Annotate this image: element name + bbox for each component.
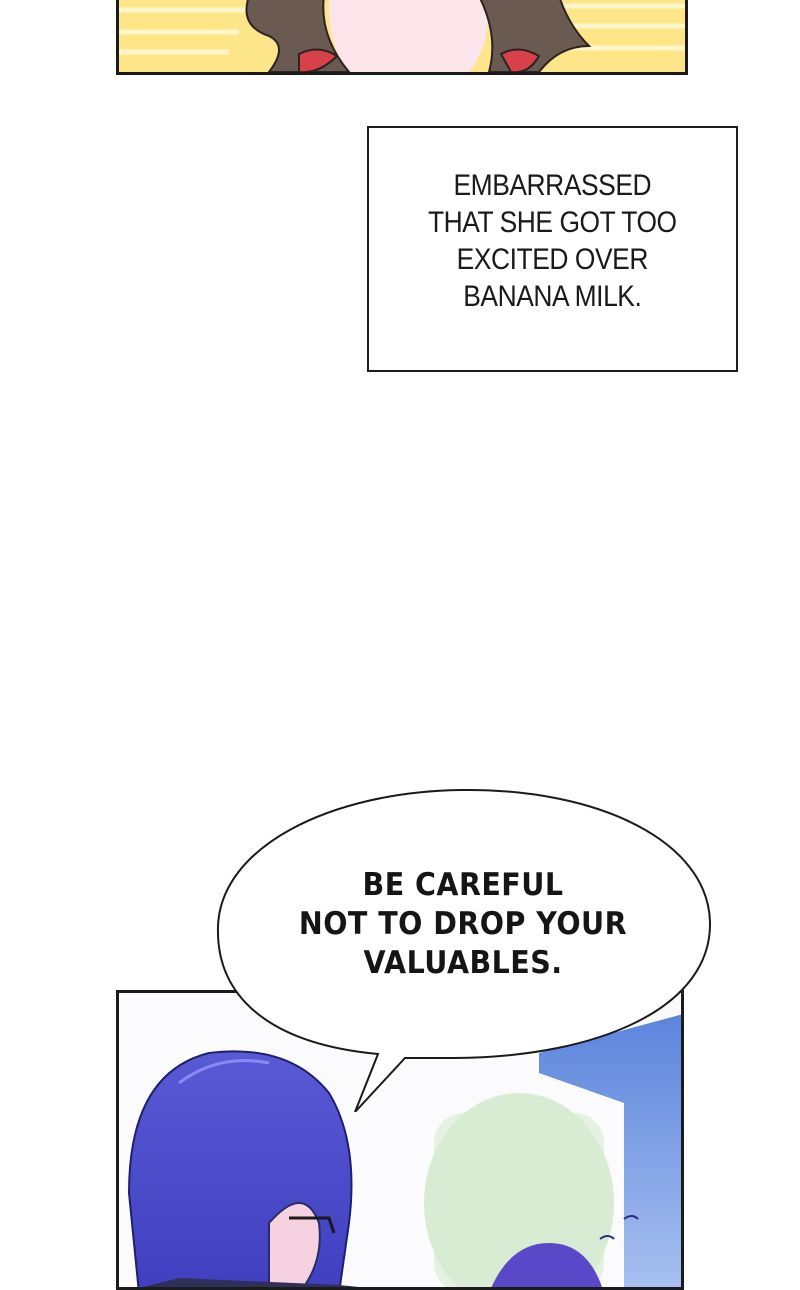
narration-caption-box: EMBARRASSED THAT SHE GOT TOO EXCITED OVE… — [367, 126, 738, 372]
speech-line: VALUABLES. — [363, 945, 563, 981]
top-panel-illustration — [119, 0, 685, 72]
caption-line: BANANA MILK. — [463, 280, 642, 313]
narration-caption-text: EMBARRASSED THAT SHE GOT TOO EXCITED OVE… — [428, 167, 677, 315]
top-comic-panel — [116, 0, 688, 75]
speech-line: NOT TO DROP YOUR — [298, 906, 628, 942]
bottom-panel-illustration — [119, 993, 681, 1287]
speech-line: BE CAREFUL — [362, 867, 564, 903]
caption-line: EXCITED OVER — [456, 243, 649, 276]
speech-bubble — [216, 788, 712, 1112]
speech-bubble-text: BE CAREFUL NOT TO DROP YOUR VALUABLES. — [293, 866, 633, 983]
caption-line: THAT SHE GOT TOO — [428, 206, 677, 239]
caption-line: EMBARRASSED — [453, 169, 652, 202]
